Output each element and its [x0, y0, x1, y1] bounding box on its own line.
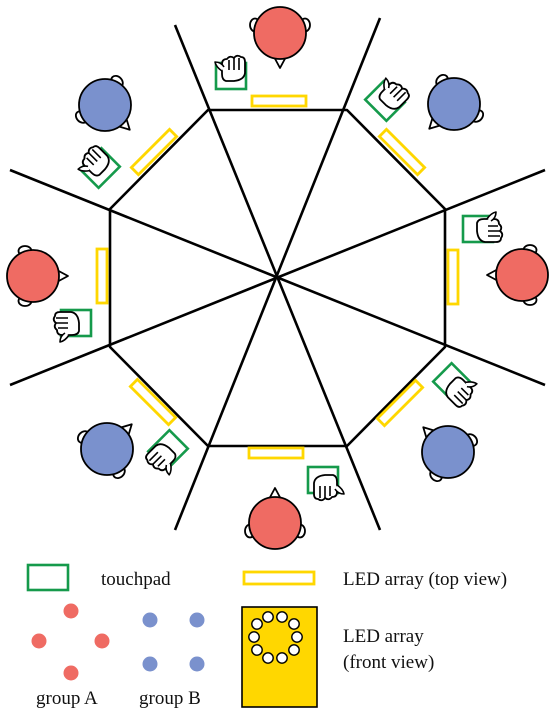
- legend-group-a-dots: [31, 603, 110, 681]
- legend-touchpad-swatch: [26, 563, 70, 592]
- head-top-view-icon: [249, 6, 311, 69]
- led-circle: [248, 631, 260, 643]
- spoke-line: [173, 17, 382, 531]
- hand-icon: [313, 474, 345, 502]
- octagon-table: [108, 108, 447, 448]
- group-a-dot: [63, 665, 79, 681]
- hand-icon: [52, 311, 80, 343]
- legend-led-front-circles: [248, 611, 303, 664]
- led-array-right: [446, 248, 460, 306]
- head-top-view-icon: [401, 405, 489, 493]
- led-circle: [288, 618, 300, 630]
- spoke-line: [9, 168, 546, 387]
- led-array-bottom-left: [128, 377, 178, 427]
- led-array-top-right: [377, 127, 427, 177]
- led-array-top: [250, 94, 308, 108]
- group-a-dot: [31, 633, 47, 649]
- group-b-dot: [189, 656, 205, 672]
- head-top-view-icon: [244, 487, 306, 550]
- group-a-dot: [63, 603, 79, 619]
- led-circle: [276, 611, 288, 623]
- legend-led-top-label: LED array (top view): [343, 569, 507, 590]
- group-b-dot: [142, 656, 158, 672]
- legend-touchpad-label: touchpad: [101, 569, 171, 590]
- hand-icon: [441, 369, 483, 411]
- legend-group-b-label: group B: [139, 688, 201, 709]
- head-top-view-icon: [64, 64, 152, 152]
- led-circle: [251, 644, 263, 656]
- led-array-top-left: [129, 127, 179, 177]
- legend-group-a-label: group A: [36, 688, 98, 709]
- led-array-bottom-right: [375, 378, 425, 428]
- legend-led-top-swatch: [242, 570, 316, 586]
- led-circle: [251, 618, 263, 630]
- legend-led-front-label-1: LED array: [343, 626, 424, 647]
- group-a-dot: [94, 633, 110, 649]
- led-array-bottom: [247, 446, 305, 460]
- led-circle: [262, 611, 274, 623]
- led-circle: [291, 631, 303, 643]
- led-array-left: [95, 247, 109, 305]
- led-circle: [288, 644, 300, 656]
- group-b-dot: [189, 612, 205, 628]
- led-circle: [276, 652, 288, 664]
- head-top-view-icon: [407, 63, 495, 151]
- led-circle: [262, 652, 274, 664]
- led-arrays: [95, 94, 460, 460]
- hand-icon: [72, 142, 114, 184]
- legend-led-front-label-2: (front view): [343, 652, 434, 673]
- group-b-dot: [142, 612, 158, 628]
- hand-icon: [371, 72, 413, 114]
- hand-icon: [214, 54, 246, 82]
- legend: touchpad LED array (top view) group A gr…: [26, 563, 507, 709]
- head-top-view-icon: [486, 244, 549, 306]
- head-top-view-icon: [6, 245, 69, 307]
- legend-group-b-dots: [142, 612, 205, 672]
- head-top-view-icon: [66, 402, 154, 490]
